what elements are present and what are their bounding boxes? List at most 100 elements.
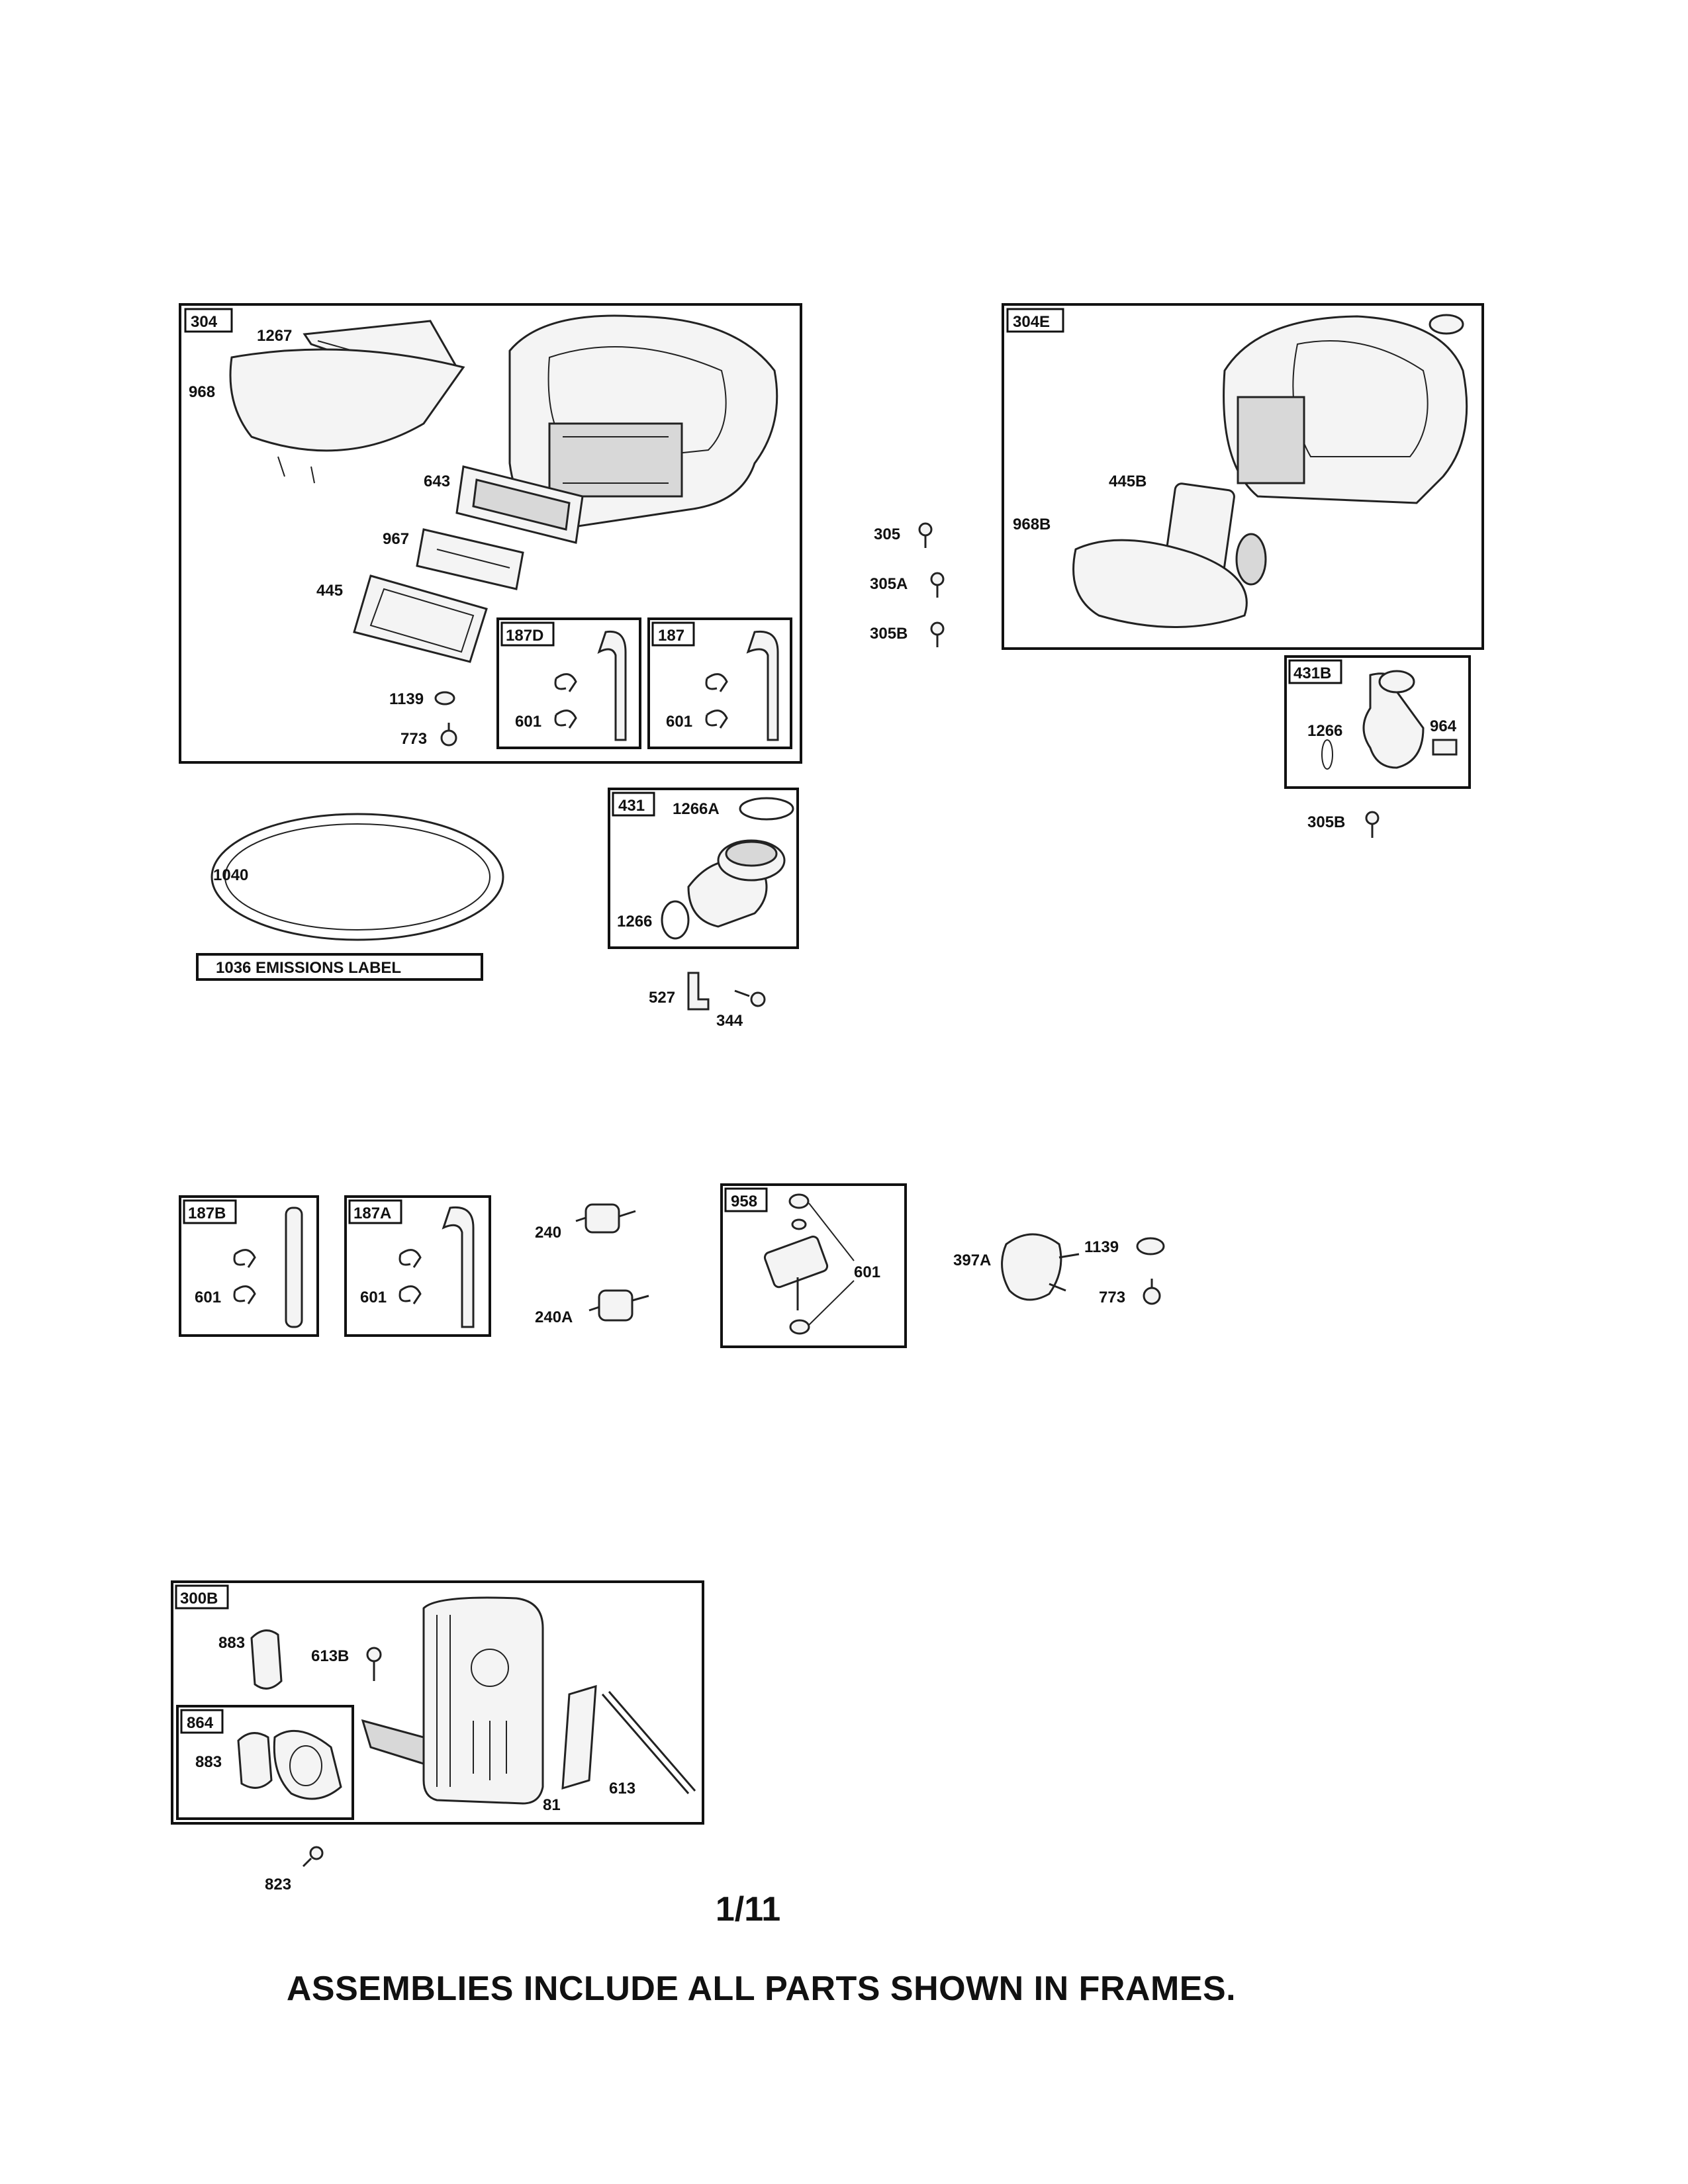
frame-958: 958 601 (720, 1183, 907, 1348)
label-601-958: 601 (854, 1263, 880, 1281)
clamp-icon (705, 673, 728, 692)
clamp-icon (554, 709, 577, 729)
frame-tag-187d: 187D (506, 627, 543, 645)
footer-note: ASSEMBLIES INCLUDE ALL PARTS SHOWN IN FR… (286, 1970, 1237, 2008)
clamp-icon (554, 673, 577, 692)
label-305: 305 (874, 525, 900, 543)
gasket-1040-group: 1040 1036 EMISSIONS LABEL (196, 813, 504, 981)
breather-tube-187b (285, 1206, 303, 1328)
label-1266-431b: 1266 (1307, 722, 1342, 740)
exhaust-adapter-864 (273, 1729, 342, 1800)
label-1266a: 1266A (673, 800, 720, 818)
nut-773-lower (1143, 1287, 1161, 1305)
label-240a: 240A (535, 1308, 573, 1326)
clamp-icon (233, 1249, 256, 1268)
muffler (422, 1596, 544, 1805)
frame-tag-187b: 187B (188, 1205, 226, 1222)
frame-tag-304e: 304E (1013, 313, 1050, 331)
page-number: 1/11 (715, 1890, 781, 1929)
deflector-81 (561, 1684, 597, 1790)
label-527: 527 (649, 989, 675, 1007)
air-filter-445 (353, 574, 488, 663)
clamp-icon (399, 1285, 422, 1304)
fuel-pump-group: 397A 1139 773 (953, 1233, 1165, 1306)
label-305a: 305A (870, 575, 908, 593)
label-1267: 1267 (257, 327, 292, 345)
frame-187a: 187A 601 (344, 1195, 491, 1337)
emissions-label-text: 1036 EMISSIONS LABEL (216, 959, 401, 977)
frame-431: 431 1266A 1266 (608, 788, 799, 949)
o-ring-1266-431 (661, 900, 690, 940)
breather-tube-187a (442, 1206, 475, 1328)
label-445b: 445B (1109, 473, 1147, 490)
frame-187d: 187D 601 (496, 617, 641, 749)
housing-inlet (548, 422, 683, 498)
pre-cleaner-967 (416, 528, 524, 590)
label-601-187a: 601 (360, 1289, 387, 1306)
emissions-label-box (196, 953, 483, 981)
clamp-icon (705, 709, 728, 729)
housing-inlet-304e (1237, 396, 1305, 484)
frame-tag-300b: 300B (180, 1590, 218, 1608)
label-397a: 397A (953, 1251, 991, 1269)
label-968: 968 (189, 383, 215, 401)
frame-187b: 187B 601 (179, 1195, 319, 1337)
muffler-bracket (361, 1719, 425, 1766)
clamp-icon (233, 1285, 256, 1304)
frame-300b: 300B 883 613B 81 613 864 883 (171, 1580, 704, 1825)
frame-304e: 304E 445B 968B (1002, 303, 1484, 650)
frame-tag-187: 187 (658, 627, 684, 645)
frame-tag-187a: 187A (353, 1205, 391, 1222)
fuel-pump-397a (1001, 1233, 1062, 1301)
label-601-187b: 601 (195, 1289, 221, 1306)
label-601-187: 601 (666, 713, 692, 731)
frame-tag-431: 431 (618, 797, 645, 815)
o-ring-1266a (739, 797, 794, 821)
label-613: 613 (609, 1780, 635, 1797)
label-643: 643 (424, 473, 450, 490)
frame-864: 864 883 (176, 1705, 354, 1820)
label-305b: 305B (870, 625, 908, 643)
nut-773 (440, 729, 457, 747)
bracket-and-screw: 527 344 (649, 972, 766, 1030)
washer-1139-lower (1136, 1237, 1165, 1255)
clamp-icon (399, 1249, 422, 1268)
label-968b: 968B (1013, 516, 1051, 533)
air-cleaner-cover-968 (229, 348, 465, 452)
label-81: 81 (543, 1796, 561, 1814)
muffler-guard-icon (471, 1649, 509, 1687)
label-773-lower: 773 (1099, 1289, 1125, 1306)
label-1139-top: 1139 (389, 690, 424, 708)
gasket-883-lower (237, 1732, 273, 1789)
label-344: 344 (716, 1012, 743, 1030)
fuel-filters: 240 240A (535, 1203, 649, 1326)
label-613b: 613B (311, 1647, 349, 1665)
frame-tag-958: 958 (731, 1193, 757, 1210)
frame-304: 304 1267 968 643 967 445 1139 773 (179, 303, 802, 764)
bolt-613 (601, 1694, 690, 1794)
label-773-top: 773 (400, 730, 427, 748)
screw-613b (366, 1647, 382, 1662)
frame-tag-431b: 431B (1293, 664, 1331, 682)
label-964: 964 (1430, 717, 1457, 735)
label-823: 823 (265, 1876, 291, 1893)
fuel-filter-240a (598, 1289, 633, 1322)
washer-1139 (434, 691, 455, 705)
gasket-883-top (250, 1629, 283, 1690)
label-967: 967 (383, 530, 409, 548)
frame-431b: 431B 1266 964 (1284, 655, 1471, 789)
frame-tag-864: 864 (187, 1714, 214, 1732)
screw-344 (750, 991, 766, 1007)
frame-187: 187 601 (647, 617, 792, 749)
label-883-lower: 883 (195, 1753, 222, 1771)
screw-823 (309, 1846, 324, 1860)
frame-tag-304: 304 (191, 313, 218, 331)
baffle-ring-1040 (211, 813, 504, 941)
breather-tube-187 (746, 630, 779, 741)
label-1266-431: 1266 (617, 913, 652, 931)
air-cleaner-cover-968b (1072, 539, 1248, 628)
label-1040: 1040 (213, 866, 248, 884)
label-601-187d: 601 (515, 713, 541, 731)
bracket-527 (687, 972, 710, 1011)
label-240: 240 (535, 1224, 561, 1242)
